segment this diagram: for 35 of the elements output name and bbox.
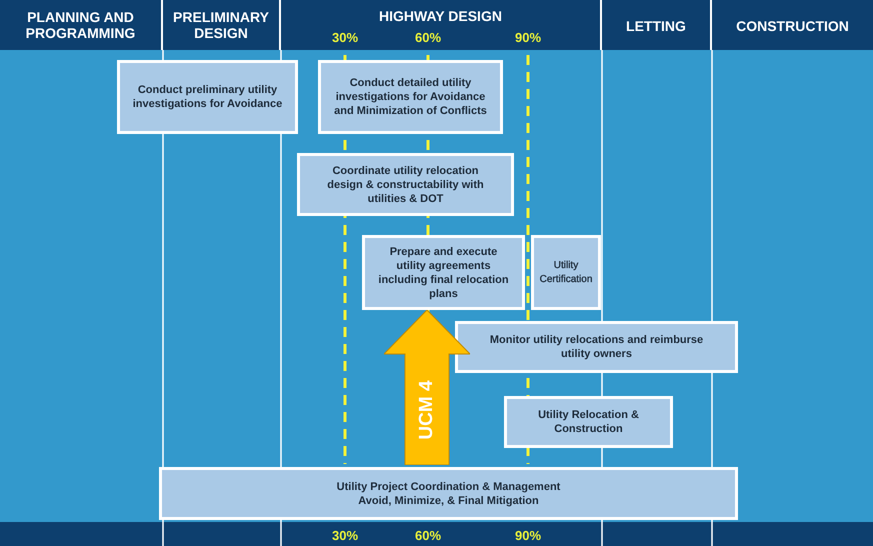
task-box (455, 321, 738, 373)
milestone-label: 30% (332, 30, 358, 45)
task-box (318, 60, 503, 134)
milestone-label: 30% (332, 528, 358, 543)
task-box (297, 153, 514, 216)
phase-title: HIGHWAY DESIGN (378, 8, 503, 24)
milestone-label: 90% (515, 30, 542, 45)
phase-header (0, 0, 163, 50)
task-text: Monitor utility relocations and reimburse utility owners (488, 333, 704, 361)
phase-title: PRELIMINARY DESIGN (172, 9, 270, 41)
task-text: Conduct detailed utility investigations for Avoidance and Minimization of Conflicts (333, 76, 488, 118)
phase-title: CONSTRUCTION (735, 18, 850, 34)
phase-title: LETTING (625, 18, 687, 34)
phase-header (602, 0, 712, 50)
task-text: Prepare and execute utility agreements including final relocation plans (377, 244, 510, 300)
task-text: Utility Project Coordination & Management (336, 480, 560, 494)
phase-header (712, 0, 873, 50)
task-text: Conduct preliminary utility investigations for Avoidance (132, 83, 284, 111)
task-box (504, 396, 673, 448)
block-arrow (384, 310, 470, 465)
phase-header (163, 0, 281, 50)
task-text: Coordinate utility relocation design & constructability with utilities & DOT (326, 164, 485, 206)
milestone-label: 60% (415, 528, 442, 543)
task-box (159, 467, 738, 520)
milestone-label: 90% (515, 528, 542, 543)
task-box (531, 235, 601, 310)
task-box (362, 235, 525, 310)
phase-header (281, 0, 602, 50)
phase-title: PLANNING AND PROGRAMMING (24, 9, 136, 41)
arrow-label: UCM 4 (416, 380, 438, 440)
task-text: Avoid, Minimize, & Final Mitigation (358, 494, 539, 508)
milestone-label: 60% (415, 30, 442, 45)
task-text: Utility Certification (538, 258, 594, 286)
task-text: Utility Relocation & Construction (537, 408, 640, 436)
task-box (117, 60, 298, 134)
